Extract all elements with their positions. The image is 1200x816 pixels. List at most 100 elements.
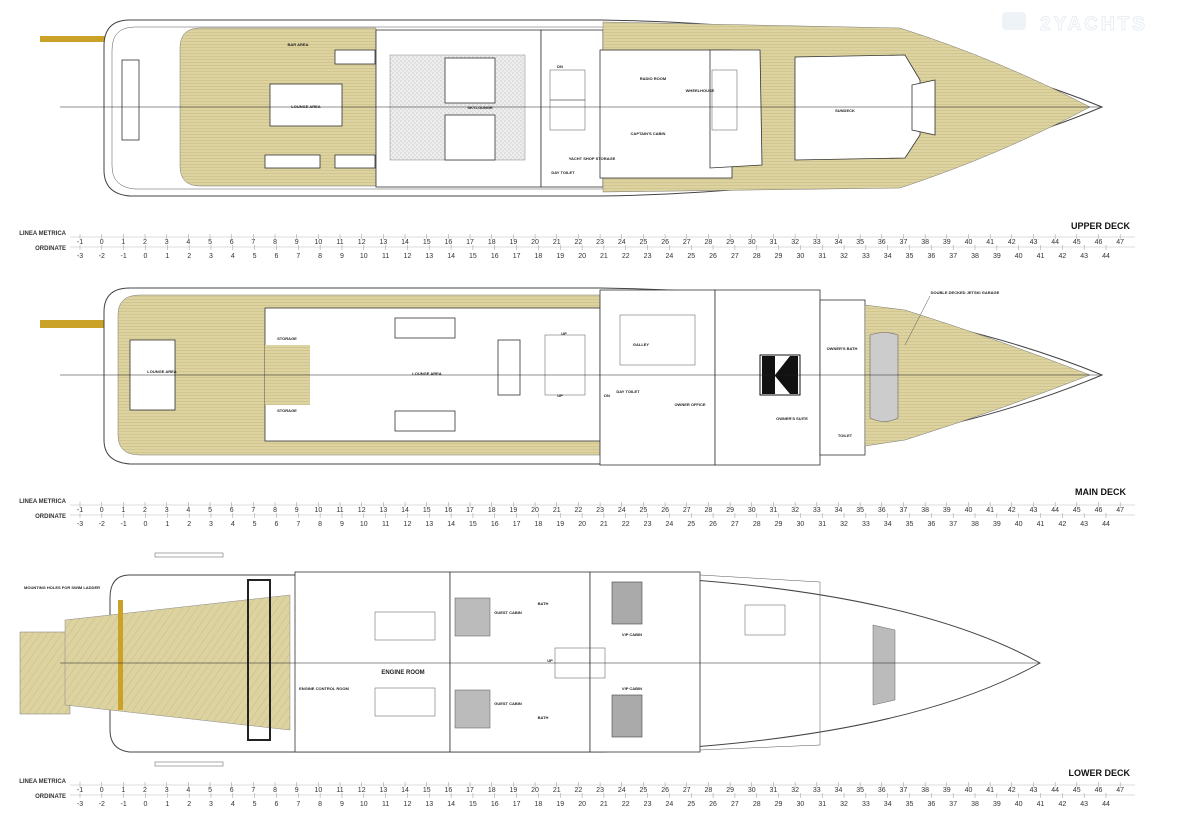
linea-metrica-label: LINEA METRICA bbox=[19, 231, 66, 237]
ordinate-tick-label: 30 bbox=[796, 253, 804, 260]
ordinate-tick-label: 20 bbox=[578, 253, 586, 260]
linea-tick-label: 27 bbox=[683, 239, 691, 246]
beach-club-area bbox=[64, 594, 291, 731]
ordinate-tick-label: 19 bbox=[556, 521, 564, 528]
ordinate-tick-label: 20 bbox=[578, 521, 586, 528]
ordinate-tick-label: 9 bbox=[340, 801, 344, 808]
linea-tick-label: 36 bbox=[878, 239, 886, 246]
linea-tick-label: 18 bbox=[488, 239, 496, 246]
linea-tick-label: 36 bbox=[878, 787, 886, 794]
ordinate-tick-label: 40 bbox=[1015, 801, 1023, 808]
linea-tick-label: 33 bbox=[813, 507, 821, 514]
linea-tick-label: 33 bbox=[813, 787, 821, 794]
linea-tick-label: 5 bbox=[208, 239, 212, 246]
ordinate-tick-label: 21 bbox=[600, 253, 608, 260]
linea-tick-label: 31 bbox=[770, 787, 778, 794]
ordinate-tick-label: 3 bbox=[209, 521, 213, 528]
stair-room bbox=[540, 29, 604, 188]
ordinate-tick-label: 35 bbox=[906, 521, 914, 528]
ordinate-tick-label: 42 bbox=[1058, 521, 1066, 528]
linea-tick-label: 44 bbox=[1051, 507, 1059, 514]
ordinate-tick-label: 29 bbox=[775, 253, 783, 260]
linea-tick-label: 29 bbox=[726, 787, 734, 794]
linea-tick-label: 37 bbox=[900, 507, 908, 514]
linea-tick-label: 43 bbox=[1030, 787, 1038, 794]
linea-tick-label: 14 bbox=[401, 787, 409, 794]
label-storage: STORAGE bbox=[277, 336, 297, 341]
linea-tick-label: 13 bbox=[379, 507, 387, 514]
ordinate-tick-label: 36 bbox=[927, 521, 935, 528]
ordinate-tick-label: -3 bbox=[77, 801, 83, 808]
linea-tick-label: 1 bbox=[121, 239, 125, 246]
lounge-table bbox=[269, 83, 343, 127]
linea-tick-label: 20 bbox=[531, 507, 539, 514]
linea-tick-label: 40 bbox=[965, 239, 973, 246]
ordinate-tick-label: 30 bbox=[796, 521, 804, 528]
ordinate-label: ORDINATE bbox=[35, 794, 66, 800]
ordinate-tick-label: 25 bbox=[687, 253, 695, 260]
label-mounting-holes: MOUNTING HOLES FOR SWIM LADDER bbox=[24, 585, 100, 590]
linea-tick-label: 3 bbox=[165, 239, 169, 246]
label-up: UP bbox=[547, 658, 553, 663]
ordinate-tick-label: 2 bbox=[187, 801, 191, 808]
ordinate-tick-label: 11 bbox=[382, 521, 389, 528]
vip-cabins bbox=[589, 571, 701, 753]
upper-deck-title: UPPER DECK bbox=[1071, 221, 1131, 231]
ordinate-tick-label: 44 bbox=[1102, 801, 1110, 808]
linea-tick-label: 28 bbox=[705, 507, 713, 514]
lower-deck-plan: MOUNTING HOLES FOR SWIM LADDER ENGINE CO… bbox=[19, 552, 1042, 767]
linea-tick-label: 11 bbox=[336, 787, 343, 794]
ordinate-tick-label: 17 bbox=[513, 521, 521, 528]
linea-tick-label: 26 bbox=[661, 787, 669, 794]
linea-tick-label: 28 bbox=[705, 239, 713, 246]
linea-tick-label: 47 bbox=[1116, 239, 1124, 246]
ordinate-tick-label: 36 bbox=[927, 801, 935, 808]
ordinate-tick-label: 26 bbox=[709, 521, 717, 528]
linea-tick-label: 31 bbox=[770, 239, 778, 246]
ordinate-tick-label: 24 bbox=[666, 521, 674, 528]
ordinate-tick-label: 13 bbox=[425, 521, 433, 528]
linea-tick-label: 13 bbox=[379, 239, 387, 246]
ordinate-tick-label: 2 bbox=[187, 521, 191, 528]
linea-tick-label: 46 bbox=[1095, 507, 1103, 514]
linea-tick-label: 14 bbox=[401, 507, 409, 514]
label-guest-cabin: GUEST CABIN bbox=[494, 610, 522, 615]
linea-tick-label: 16 bbox=[444, 787, 452, 794]
engine-room bbox=[294, 571, 451, 753]
linea-tick-label: 35 bbox=[856, 787, 864, 794]
linea-tick-label: 9 bbox=[295, 239, 299, 246]
ordinate-tick-label: 5 bbox=[253, 521, 257, 528]
ordinate-tick-label: 13 bbox=[425, 253, 433, 260]
ordinate-tick-label: 31 bbox=[818, 801, 826, 808]
label-bath: BATH bbox=[538, 601, 549, 606]
linea-tick-label: 16 bbox=[444, 507, 452, 514]
ordinate-tick-label: 22 bbox=[622, 801, 630, 808]
ordinate-tick-label: 41 bbox=[1037, 801, 1045, 808]
label-jetski-garage: DOUBLE DECKED JETSKI GARAGE bbox=[931, 290, 1000, 295]
linea-tick-label: 33 bbox=[813, 239, 821, 246]
linea-tick-label: 40 bbox=[965, 787, 973, 794]
linea-tick-label: 42 bbox=[1008, 507, 1016, 514]
ordinate-tick-label: 16 bbox=[491, 521, 499, 528]
linea-tick-label: 34 bbox=[835, 787, 843, 794]
ordinate-tick-label: 1 bbox=[165, 253, 169, 260]
label-owner-office: OWNER OFFICE bbox=[674, 402, 705, 407]
linea-tick-label: 25 bbox=[640, 787, 648, 794]
linea-tick-label: 19 bbox=[510, 787, 518, 794]
ordinate-tick-label: 39 bbox=[993, 253, 1001, 260]
ordinate-tick-label: 37 bbox=[949, 801, 957, 808]
ordinate-tick-label: -1 bbox=[121, 801, 127, 808]
ordinate-tick-label: 10 bbox=[360, 801, 368, 808]
linea-tick-label: 34 bbox=[835, 507, 843, 514]
label-radio-room: RADIO ROOM bbox=[640, 76, 667, 81]
linea-tick-label: 15 bbox=[423, 239, 431, 246]
label-up: UP bbox=[561, 331, 567, 336]
ordinate-tick-label: 26 bbox=[709, 801, 717, 808]
ordinate-tick-label: 11 bbox=[382, 253, 389, 260]
linea-tick-label: 47 bbox=[1116, 787, 1124, 794]
linea-tick-label: 16 bbox=[444, 239, 452, 246]
ordinate-tick-label: 40 bbox=[1015, 253, 1023, 260]
ordinate-tick-label: 27 bbox=[731, 801, 739, 808]
linea-tick-label: 23 bbox=[596, 239, 604, 246]
linea-tick-label: 42 bbox=[1008, 787, 1016, 794]
